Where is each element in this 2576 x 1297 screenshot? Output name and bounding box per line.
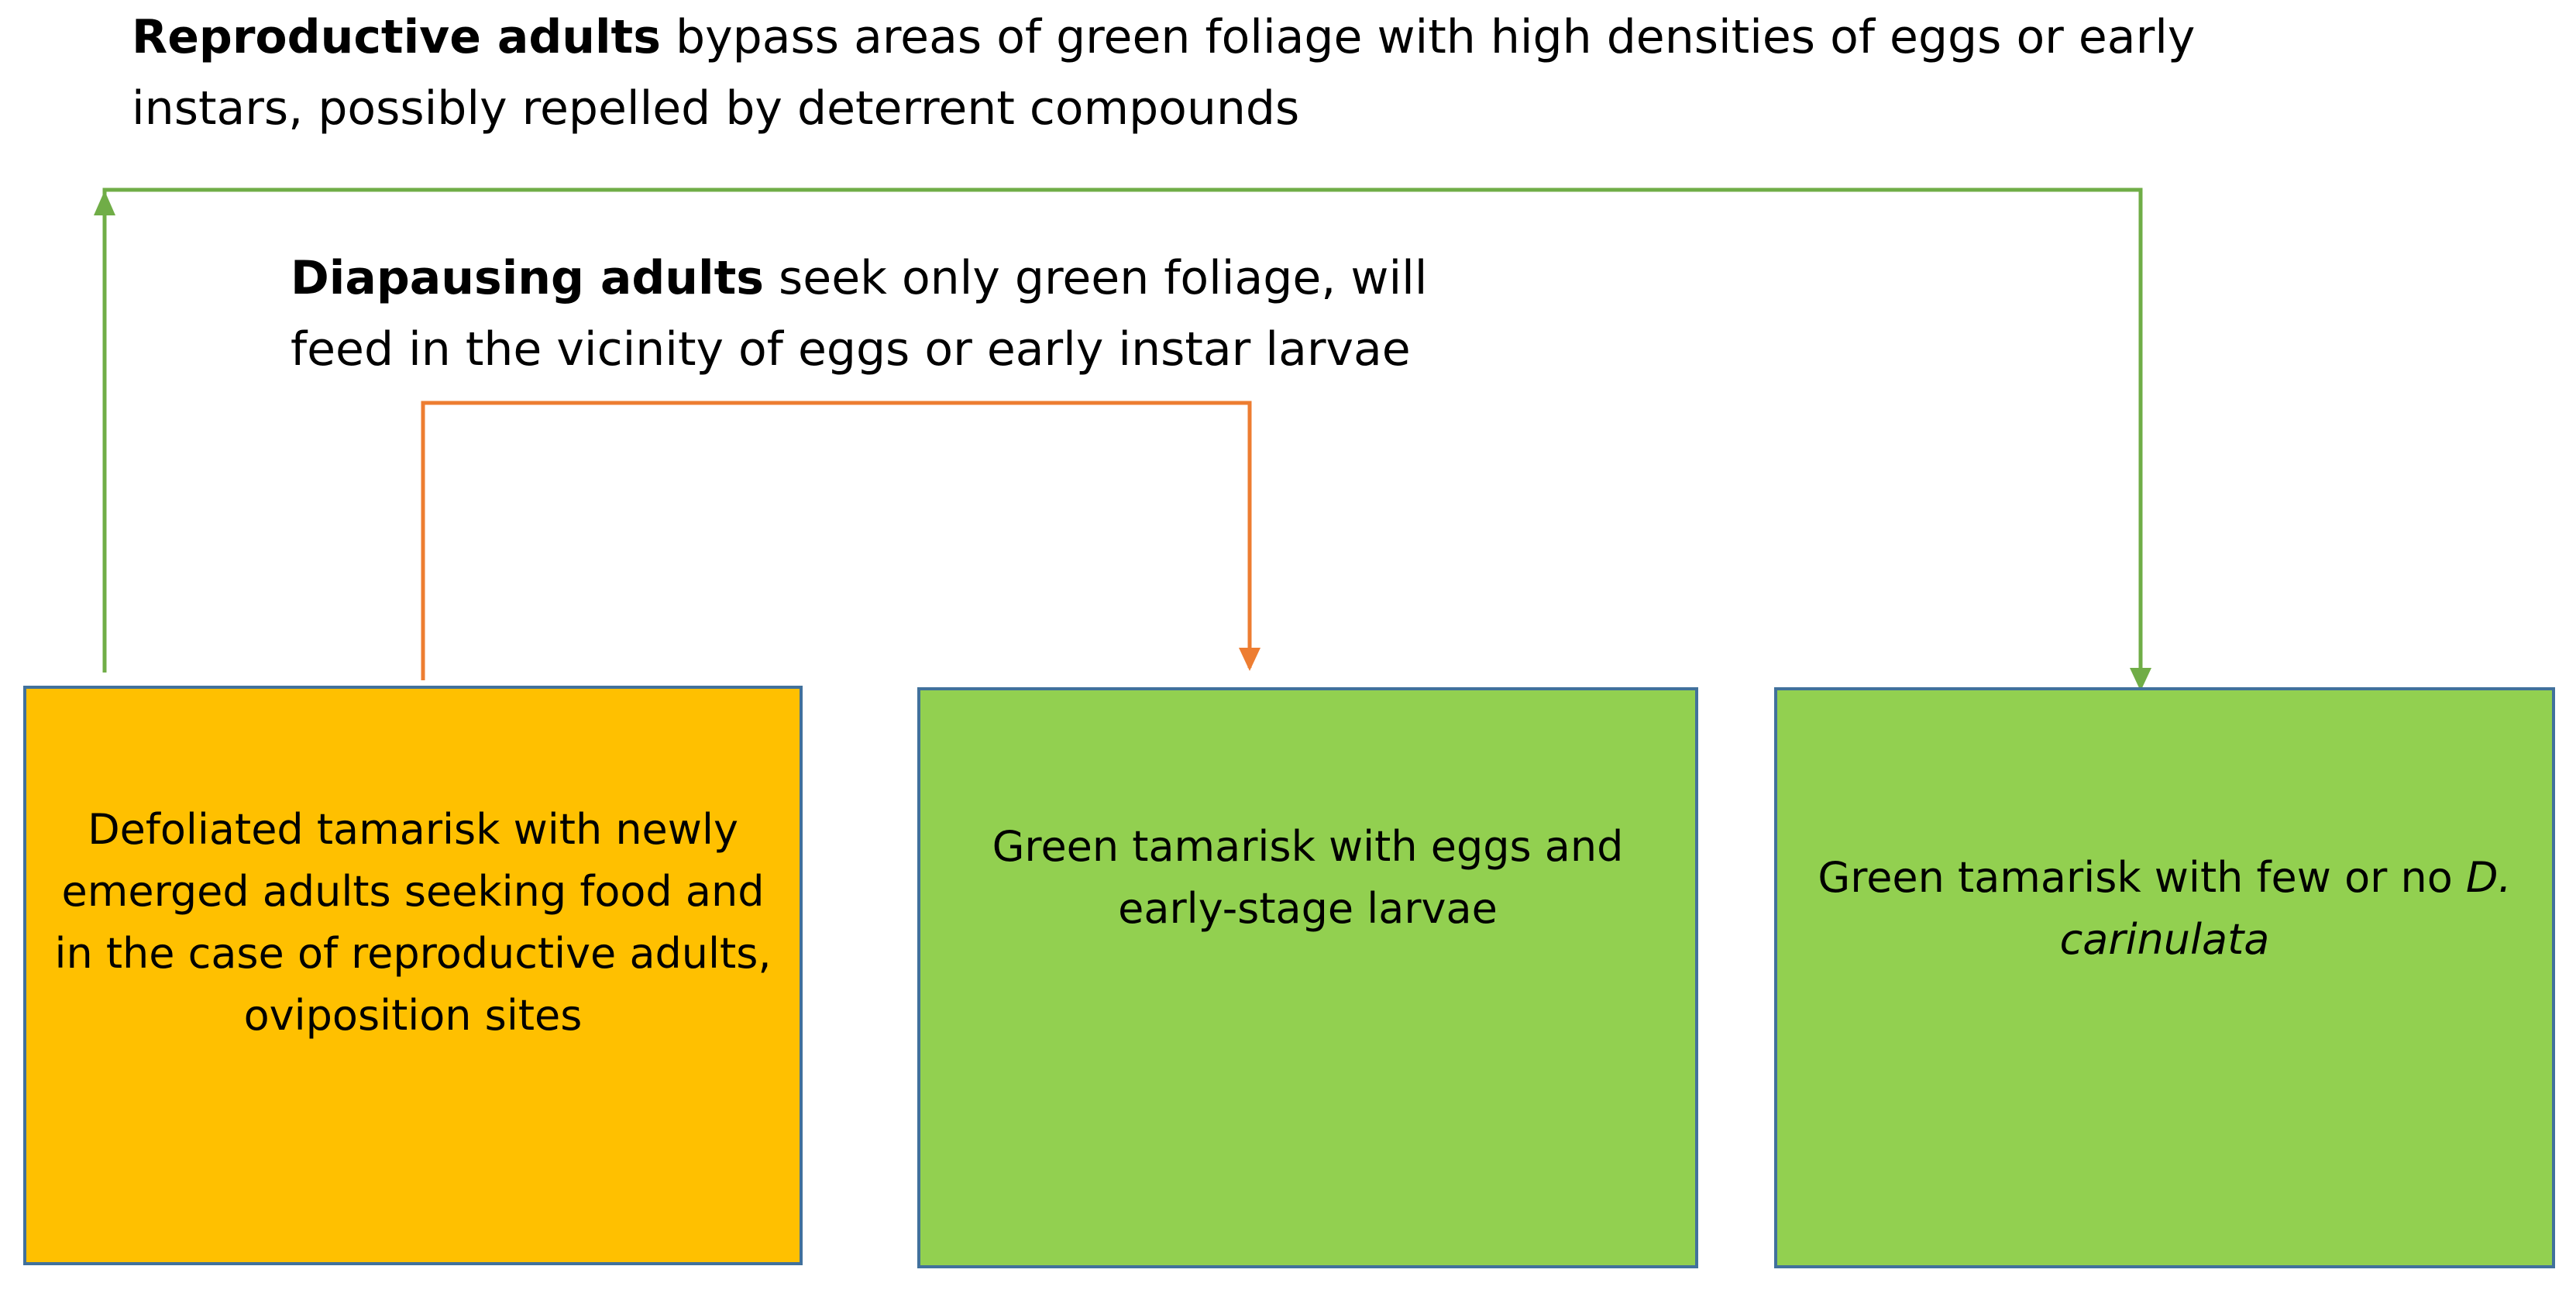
diapausing-adults-caption: Diapausing adults seek only green foliag… xyxy=(291,243,1530,385)
green-tamarisk-few-plain: Green tamarisk with few or no xyxy=(1818,853,2466,902)
defoliated-tamarisk-box: Defoliated tamarisk with newly emerged a… xyxy=(23,686,803,1265)
green-tamarisk-few-text: Green tamarisk with few or no D. carinul… xyxy=(1800,847,2529,971)
reproductive-path-connector xyxy=(102,187,2143,692)
reproductive-arrowhead-up xyxy=(94,191,115,215)
green-tamarisk-eggs-box: Green tamarisk with eggs and early-stage… xyxy=(917,687,1698,1268)
diapausing-adults-label: Diapausing adults xyxy=(291,251,764,305)
reproductive-adults-caption: Reproductive adults bypass areas of gree… xyxy=(132,2,2378,144)
diapausing-path-connector xyxy=(421,401,1252,680)
green-tamarisk-eggs-text: Green tamarisk with eggs and early-stage… xyxy=(992,822,1624,933)
diapausing-arrowhead-down xyxy=(1239,648,1260,671)
diapausing-adults-description: seek only green foliage, will feed in th… xyxy=(291,251,1428,377)
reproductive-adults-description: bypass areas of green foliage with high … xyxy=(132,10,2196,136)
defoliated-tamarisk-text: Defoliated tamarisk with newly emerged a… xyxy=(54,805,772,1040)
reproductive-arrowhead-down xyxy=(2130,668,2151,691)
reproductive-adults-label: Reproductive adults xyxy=(132,10,661,64)
species-name-italic: D. carinulata xyxy=(2059,853,2512,964)
green-tamarisk-few-box: Green tamarisk with few or no D. carinul… xyxy=(1774,687,2555,1268)
